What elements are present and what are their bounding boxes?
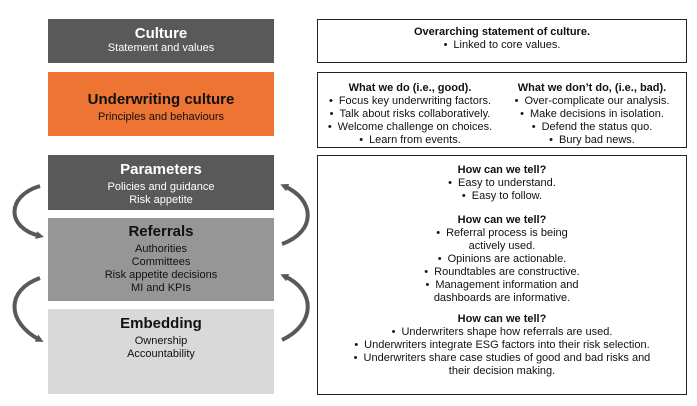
parameters-title: Parameters bbox=[120, 161, 202, 178]
referrals-indicators-heading: How can we tell? bbox=[457, 214, 547, 226]
arrow-referrals-to-embedding bbox=[12, 276, 44, 342]
referrals-block: Referrals Authorities Committees Risk ap… bbox=[48, 218, 274, 301]
list-item: •Focus key underwriting factors. bbox=[328, 95, 492, 107]
embedding-line: Ownership bbox=[134, 335, 188, 347]
list-item: •Referral process is being actively used… bbox=[436, 227, 568, 252]
list-item: •Opinions are actionable. bbox=[437, 253, 567, 265]
embedding-title: Embedding bbox=[120, 315, 202, 332]
list-item: •Underwriters shape how referrals are us… bbox=[391, 326, 613, 338]
list-item: •Management information and dashboards a… bbox=[425, 279, 579, 304]
arrow-parameters-to-referrals bbox=[12, 184, 44, 239]
list-item: •Talk about risks collaboratively. bbox=[329, 108, 491, 120]
list-item: •Underwriters integrate ESG factors into… bbox=[354, 339, 650, 351]
arrow-embedding-to-referrals bbox=[280, 273, 310, 342]
embedding-block: Embedding Ownership Accountability bbox=[48, 309, 274, 394]
underwriting-culture-block: Underwriting culture Principles and beha… bbox=[48, 72, 274, 136]
culture-statement-box: Overarching statement of culture. •Linke… bbox=[317, 19, 687, 63]
parameters-line: Policies and guidance bbox=[107, 181, 215, 193]
culture-block: Culture Statement and values bbox=[48, 19, 274, 63]
behaviours-box: What we do (i.e., good). •Focus key unde… bbox=[317, 72, 687, 148]
list-item: •Defend the status quo. bbox=[531, 121, 653, 133]
culture-subtitle: Statement and values bbox=[107, 42, 215, 54]
referrals-indicators: How can we tell? •Referral process is be… bbox=[318, 214, 686, 305]
culture-statement-heading: Overarching statement of culture. bbox=[413, 26, 591, 38]
referrals-line: MI and KPIs bbox=[131, 282, 191, 294]
underwriting-culture-title: Underwriting culture bbox=[87, 91, 235, 108]
parameters-indicators-heading: How can we tell? bbox=[457, 164, 547, 176]
referrals-line: Committees bbox=[131, 256, 191, 268]
embedding-line: Accountability bbox=[127, 348, 195, 360]
referrals-line: Authorities bbox=[135, 243, 187, 255]
culture-title: Culture bbox=[134, 25, 188, 42]
list-item: •Make decisions in isolation. bbox=[520, 108, 664, 120]
embedding-indicators: How can we tell? •Underwriters shape how… bbox=[318, 313, 686, 378]
list-item: •Underwriters share case studies of good… bbox=[353, 352, 651, 377]
list-item: •Bury bad news. bbox=[549, 134, 635, 146]
embedding-indicators-heading: How can we tell? bbox=[457, 313, 547, 325]
list-item: •Roundtables are constructive. bbox=[424, 266, 580, 278]
list-item: •Learn from events. bbox=[359, 134, 461, 146]
good-behaviours-column: What we do (i.e., good). •Focus key unde… bbox=[320, 82, 500, 147]
bad-heading: What we don’t do, (i.e., bad). bbox=[517, 82, 667, 94]
referrals-title: Referrals bbox=[128, 223, 194, 240]
how-can-we-tell-box: How can we tell? •Easy to understand. •E… bbox=[317, 155, 687, 395]
list-item: •Welcome challenge on choices. bbox=[327, 121, 493, 133]
referrals-line: Risk appetite decisions bbox=[104, 269, 218, 281]
good-heading: What we do (i.e., good). bbox=[348, 82, 472, 94]
list-item: •Over-complicate our analysis. bbox=[514, 95, 670, 107]
list-item: •Linked to core values. bbox=[443, 39, 561, 51]
underwriting-culture-subtitle: Principles and behaviours bbox=[98, 111, 224, 123]
parameters-indicators: How can we tell? •Easy to understand. •E… bbox=[318, 164, 686, 203]
parameters-block: Parameters Policies and guidance Risk ap… bbox=[48, 155, 274, 210]
list-item: •Easy to understand. bbox=[448, 177, 556, 189]
bad-behaviours-column: What we don’t do, (i.e., bad). •Over-com… bbox=[502, 82, 682, 147]
arrow-referrals-to-parameters bbox=[280, 183, 310, 246]
parameters-line: Risk appetite bbox=[129, 194, 193, 206]
list-item: •Easy to follow. bbox=[461, 190, 543, 202]
